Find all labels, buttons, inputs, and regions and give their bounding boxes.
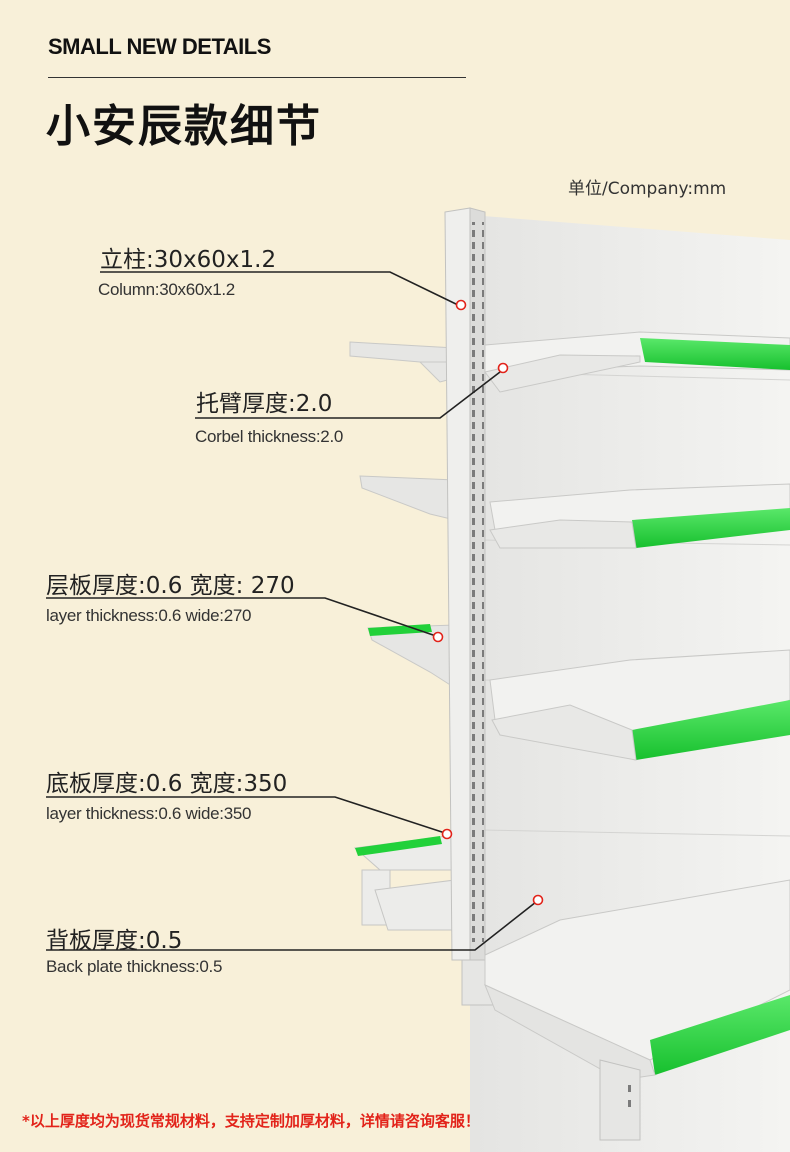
marker-column	[455, 299, 467, 311]
leader-line-column	[100, 271, 459, 306]
unit-label: 单位/Company:mm	[568, 179, 727, 199]
callout-column-cn: 立柱:30x60x1.2	[100, 247, 277, 273]
callout-layer-cn: 层板厚度:0.6 宽度: 270	[46, 573, 295, 599]
footer-note: *以上厚度均为现货常规材料，支持定制加厚材料，详情请咨询客服！	[22, 1112, 480, 1130]
leader-lines	[46, 271, 537, 951]
leader-line-layer	[46, 597, 437, 637]
callout-column-en: Column:30x60x1.2	[98, 280, 235, 299]
callout-back-cn: 背板厚度:0.5	[46, 928, 183, 954]
leader-line-corbel	[195, 371, 501, 419]
callout-markers	[432, 299, 544, 906]
marker-back	[532, 894, 544, 906]
callout-layer-en: layer thickness:0.6 wide:270	[46, 606, 252, 625]
section-title-cn: 小安辰款细节	[46, 101, 322, 152]
section-title-en: SMALL NEW DETAILS	[48, 34, 271, 59]
marker-corbel	[497, 362, 509, 374]
right-shelves	[484, 331, 790, 1141]
callout-bottom-cn: 底板厚度:0.6 宽度:350	[46, 771, 288, 797]
marker-layer	[432, 631, 444, 643]
leader-line-bottom	[46, 796, 446, 834]
callout-back-en: Back plate thickness:0.5	[46, 957, 223, 976]
title-divider	[48, 77, 466, 78]
marker-bottom	[441, 828, 453, 840]
column-upright	[444, 207, 496, 1006]
callout-corbel-cn: 托臂厚度:2.0	[196, 391, 333, 417]
callout-corbel-en: Corbel thickness:2.0	[195, 427, 344, 446]
callout-bottom-en: layer thickness:0.6 wide:350	[46, 804, 252, 823]
leader-line-back	[46, 901, 537, 951]
